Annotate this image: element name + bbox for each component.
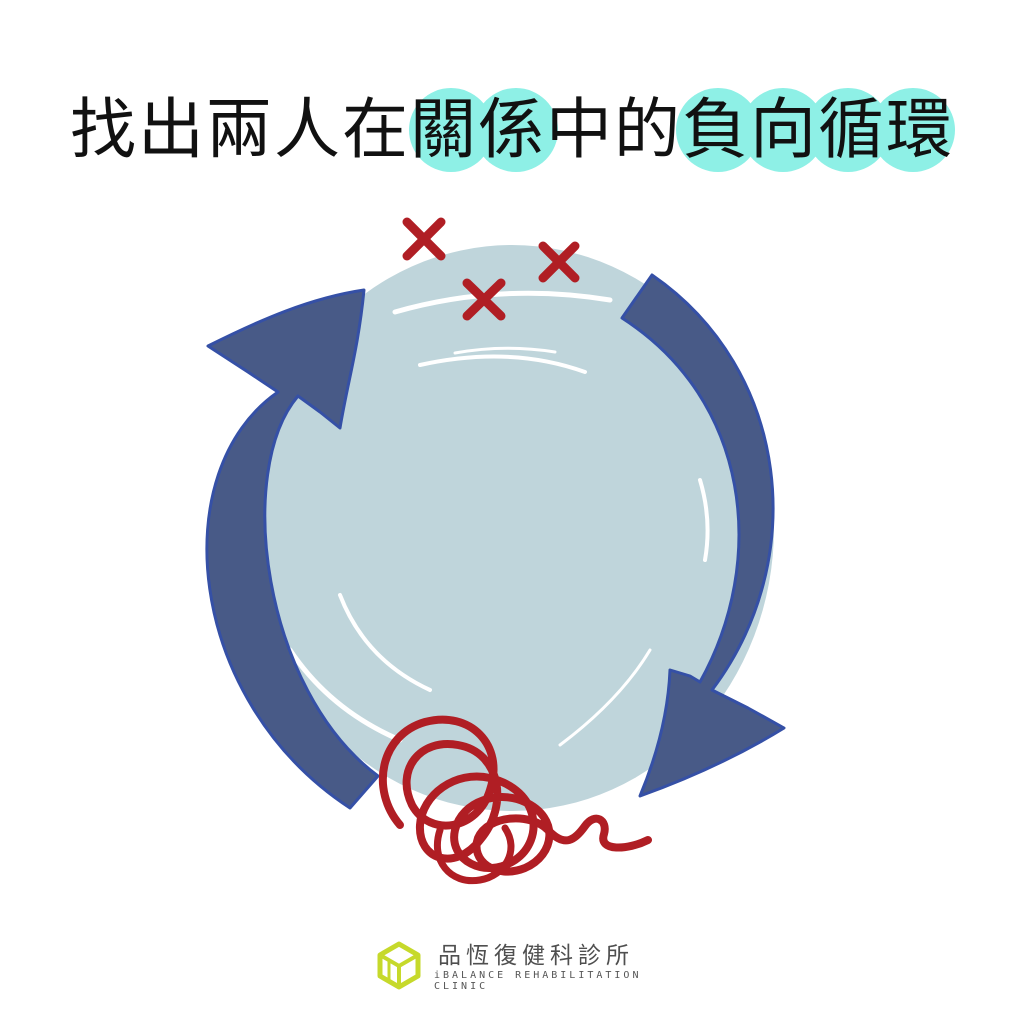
headline: 找出兩人在關係中的負向循環 <box>0 88 1024 178</box>
clinic-tagline: iBALANCE REHABILITATION CLINIC <box>434 970 642 992</box>
page-title: 找出兩人在關係中的負向循環 <box>0 88 1024 172</box>
x-mark-icon <box>538 241 580 283</box>
title-part-1: 找出兩人在 <box>70 91 410 168</box>
brand-footer: 品恆復健科診所 iBALANCE REHABILITATION CLINIC <box>374 932 674 992</box>
cycle-arrow-left <box>205 288 380 810</box>
x-marks <box>402 217 580 321</box>
headline-highlight-dots <box>409 88 955 172</box>
center-circle <box>250 245 774 811</box>
clinic-name: 品恆復健科診所 <box>438 943 634 969</box>
tangled-scribble <box>378 715 652 876</box>
cycle-arrow-right <box>620 273 786 798</box>
x-mark-icon <box>462 278 506 321</box>
title-highlight-relationship: 關係 <box>410 91 546 168</box>
hexagon-cube-logo-icon <box>377 941 421 990</box>
circle-highlights <box>287 290 710 747</box>
x-mark-icon <box>402 217 446 261</box>
title-highlight-negative-cycle: 負向循環 <box>682 91 954 168</box>
title-part-2: 中的 <box>546 91 682 168</box>
